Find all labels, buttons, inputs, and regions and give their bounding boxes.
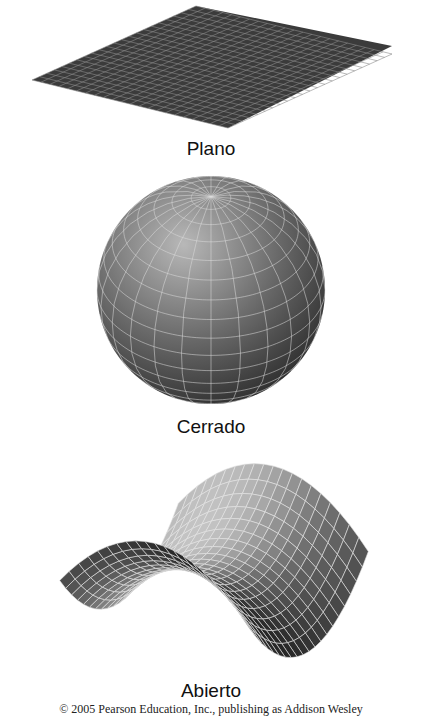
copyright-note: © 2005 Pearson Education, Inc., publishi… bbox=[59, 702, 363, 717]
grid-line bbox=[181, 13, 377, 61]
saddle-patch bbox=[193, 563, 208, 579]
sphere-surface bbox=[97, 176, 325, 404]
sphere-grid bbox=[97, 176, 325, 404]
surface-label: Abierto bbox=[181, 680, 241, 702]
grid-line bbox=[189, 9, 385, 57]
grid-line bbox=[192, 45, 356, 119]
plane-surface bbox=[32, 6, 392, 128]
saddle-patch bbox=[258, 634, 273, 652]
grid-line bbox=[210, 50, 374, 124]
flat-plane bbox=[32, 6, 392, 128]
grid-line bbox=[219, 52, 383, 126]
grid-line bbox=[183, 43, 347, 117]
grid-line bbox=[174, 16, 370, 64]
saddle-patch bbox=[174, 551, 189, 564]
grid-line bbox=[159, 23, 355, 71]
surface-label: Cerrado bbox=[177, 416, 246, 438]
closed-sphere bbox=[97, 176, 325, 404]
saddle-patch bbox=[240, 615, 255, 637]
grid-line bbox=[228, 54, 392, 128]
surface-label: Plano bbox=[187, 138, 236, 160]
open-saddle bbox=[60, 464, 369, 658]
saddle-patch bbox=[202, 571, 217, 588]
grid-line bbox=[196, 6, 392, 54]
grid-line bbox=[166, 19, 362, 67]
saddle-patch bbox=[183, 556, 198, 571]
grid-line bbox=[201, 47, 365, 121]
grid-line bbox=[175, 41, 339, 115]
